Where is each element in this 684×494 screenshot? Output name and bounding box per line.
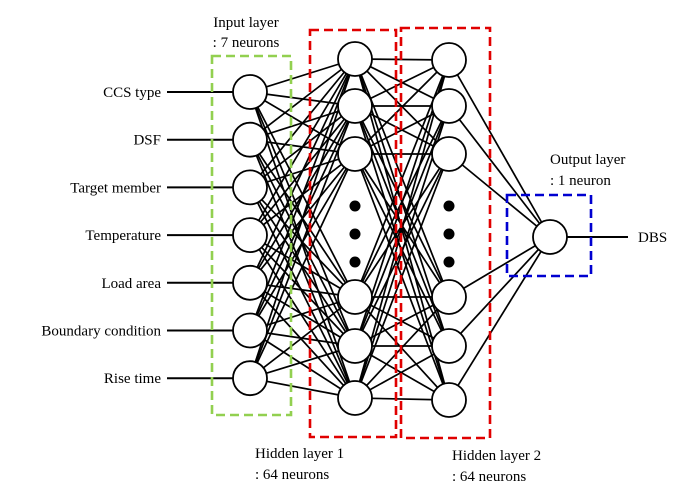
hidden2-ellipsis-dot — [443, 256, 455, 268]
input-feature-label: Load area — [101, 276, 161, 292]
hidden1-ellipsis-dot — [349, 200, 361, 212]
connection-input-hidden1 — [249, 345, 356, 380]
hidden-layer-2-subtitle: : 64 neurons — [452, 469, 526, 485]
input-feature-label: DSF — [133, 133, 161, 149]
input-feature-label: Temperature — [85, 228, 161, 244]
hidden-layer-1-box — [308, 28, 398, 439]
connection-input-hidden1 — [249, 58, 356, 188]
input-neuron — [232, 312, 268, 349]
hidden1-ellipsis-dot — [349, 256, 361, 268]
hidden2-neuron — [431, 328, 467, 364]
connection-input-hidden1 — [249, 58, 356, 379]
neurons — [232, 41, 568, 418]
hidden2-neuron — [431, 42, 467, 78]
input-neuron — [232, 360, 268, 397]
input-feature-label: Rise time — [104, 371, 161, 387]
hidden1-neuron — [337, 136, 373, 172]
hidden1-neuron — [337, 41, 373, 77]
output-label: DBS — [638, 230, 667, 246]
output-layer-title: Output layer — [550, 152, 625, 168]
hidden1-neuron — [337, 380, 373, 416]
connection-hidden2-output — [448, 59, 551, 238]
output-neuron — [532, 219, 568, 255]
input-neuron — [232, 121, 268, 158]
hidden-layer-2-box — [399, 26, 492, 440]
hidden2-ellipsis-dot — [443, 228, 455, 240]
connection-input-hidden1 — [249, 58, 356, 93]
connection-input-hidden1 — [249, 58, 356, 284]
connection-hidden2-output — [448, 236, 551, 401]
connection-input-hidden1 — [249, 296, 356, 379]
ellipsis-dots — [349, 200, 455, 268]
hidden1-neuron — [337, 279, 373, 315]
hidden-layer-2-title: Hidden layer 2 — [452, 448, 541, 464]
hidden1-neuron — [337, 88, 373, 124]
input-layer-box — [210, 54, 293, 417]
input-neuron — [232, 74, 268, 110]
connection-input-hidden1 — [249, 58, 356, 141]
connection-input-hidden1 — [249, 58, 356, 236]
hidden2-neuron — [431, 279, 467, 315]
input-layer-title: Input layer — [213, 15, 278, 31]
connection-hidden2-output — [448, 105, 551, 238]
input-neuron — [232, 264, 268, 301]
connection-hidden2-output — [448, 236, 551, 347]
input-layer-subtitle: : 7 neurons — [213, 35, 280, 51]
hidden-layer-1-title: Hidden layer 1 — [255, 446, 344, 462]
input-feature-label: Target member — [70, 180, 161, 196]
connection-hidden1-hidden2 — [354, 345, 450, 399]
hidden2-neuron — [431, 382, 467, 418]
input-lines — [167, 91, 628, 380]
output-layer-subtitle: : 1 neuron — [550, 173, 611, 189]
connection-input-hidden1 — [249, 153, 356, 379]
hidden-layer-1-subtitle: : 64 neurons — [255, 467, 329, 483]
hidden2-neuron — [431, 136, 467, 172]
input-feature-label: CCS type — [103, 85, 161, 101]
hidden1-ellipsis-dot — [349, 228, 361, 240]
connection-input-hidden1 — [249, 139, 356, 399]
input-neuron — [232, 217, 268, 254]
input-feature-label: Boundary condition — [41, 324, 161, 340]
output-layer-box — [505, 193, 593, 278]
connection-hidden2-output — [448, 236, 551, 298]
hidden1-neuron — [337, 328, 373, 364]
hidden2-ellipsis-dot — [443, 200, 455, 212]
hidden2-neuron — [431, 88, 467, 124]
connection-hidden2-output — [448, 153, 551, 238]
input-neuron — [232, 169, 268, 206]
